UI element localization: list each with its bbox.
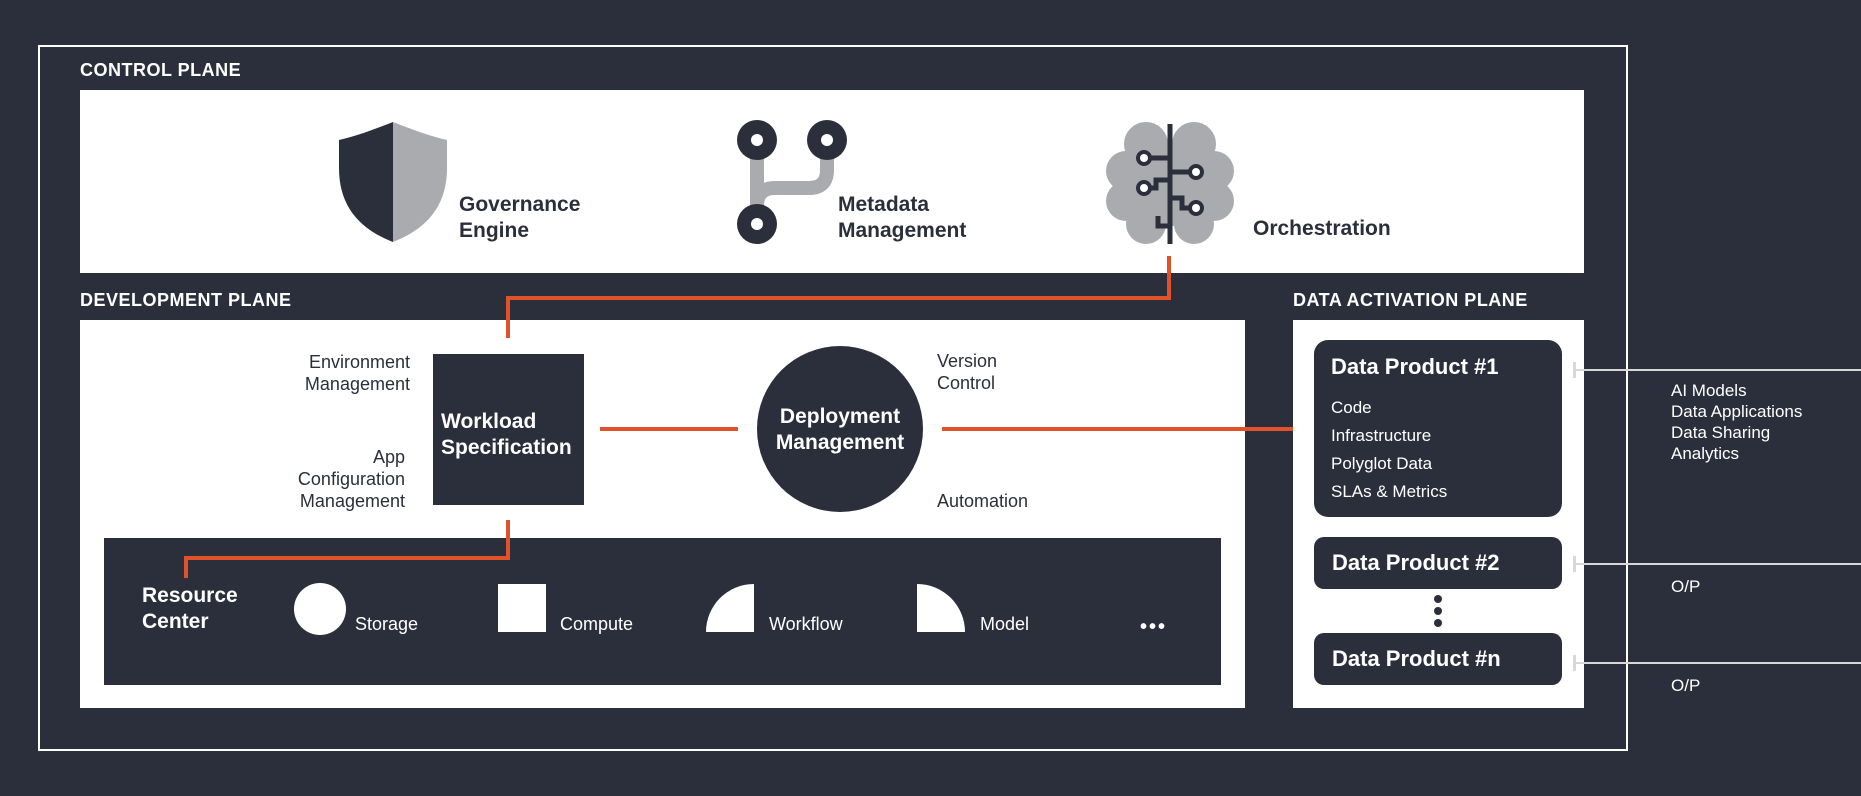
workload-line2: Specification	[441, 436, 572, 459]
data-product-1-title: Data Product #1	[1331, 354, 1499, 379]
control-plane-title: CONTROL PLANE	[80, 60, 242, 80]
data-product-n-title: Data Product #n	[1332, 646, 1501, 671]
output-line-2	[1575, 563, 1861, 565]
wire-deployment-dataproduct	[942, 427, 1294, 431]
development-plane-title: DEVELOPMENT PLANE	[80, 290, 292, 310]
outputs-list-1: AI Models Data Applications Data Sharing…	[1671, 381, 1803, 463]
output-tick-1	[1573, 362, 1576, 378]
workflow-label: Workflow	[769, 614, 843, 634]
square-icon	[498, 584, 546, 632]
orchestration-label: Orchestration	[1253, 217, 1391, 240]
data-product-1-item: Infrastructure	[1331, 426, 1432, 445]
data-product-1-item: SLAs & Metrics	[1331, 482, 1448, 501]
output-tick-n	[1573, 655, 1576, 671]
version-control-label: Version Control	[937, 351, 998, 393]
vertical-ellipsis-icon	[1434, 595, 1442, 627]
output-label-2: O/P	[1671, 577, 1701, 596]
wire-workload-deployment	[600, 427, 738, 431]
data-product-1-item: Polyglot Data	[1331, 454, 1433, 473]
model-label: Model	[980, 614, 1030, 634]
quarter-circle-left-icon	[706, 584, 754, 632]
wire-workload-overlay-v	[506, 520, 510, 560]
resource-center-title: Resource Center	[142, 584, 238, 633]
wire-workload-top	[506, 296, 510, 338]
wire-resource-overlay-h	[184, 556, 510, 560]
automation-label: Automation	[937, 491, 1029, 511]
data-product-1-item: Code	[1331, 398, 1372, 417]
metadata-management-label: Metadata Management	[838, 193, 967, 242]
deployment-line2: Management	[775, 431, 905, 454]
more-ellipsis: •••	[1140, 616, 1168, 638]
circle-icon	[294, 583, 346, 635]
app-configuration-label: App Configuration Management	[297, 447, 405, 511]
compute-label: Compute	[560, 614, 634, 634]
output-line-n	[1575, 662, 1861, 664]
data-product-2-title: Data Product #2	[1332, 550, 1500, 575]
storage-label: Storage	[355, 614, 419, 634]
environment-management-label: Environment Management	[304, 352, 410, 394]
output-label-n: O/P	[1671, 676, 1701, 695]
resource-center-panel	[104, 538, 1221, 685]
branch-icon	[737, 120, 847, 244]
wire-orchestration-horizontal	[506, 296, 1171, 300]
workload-line1: Workload	[441, 410, 537, 433]
workload-specification-box: Workload Specification	[433, 354, 584, 505]
brain-circuit-icon	[1106, 122, 1234, 244]
shield-icon	[339, 122, 447, 242]
deployment-management-circle: Deployment Management	[757, 346, 923, 512]
governance-engine-label: Governance Engine	[459, 193, 581, 242]
output-tick-2	[1573, 556, 1576, 572]
wire-resource-overlay-v	[184, 556, 188, 578]
data-product-n-card: Data Product #n	[1314, 633, 1562, 685]
data-activation-plane-title: DATA ACTIVATION PLANE	[1293, 290, 1528, 310]
output-line-1	[1575, 369, 1861, 371]
outer-frame	[38, 45, 1628, 751]
wire-orchestration-vertical	[1167, 256, 1171, 298]
quarter-circle-right-icon	[917, 584, 965, 632]
data-product-2-card: Data Product #2	[1314, 537, 1562, 589]
data-product-1-card: Data Product #1 Code Infrastructure Poly…	[1314, 340, 1562, 517]
deployment-line1: Deployment	[779, 405, 901, 428]
